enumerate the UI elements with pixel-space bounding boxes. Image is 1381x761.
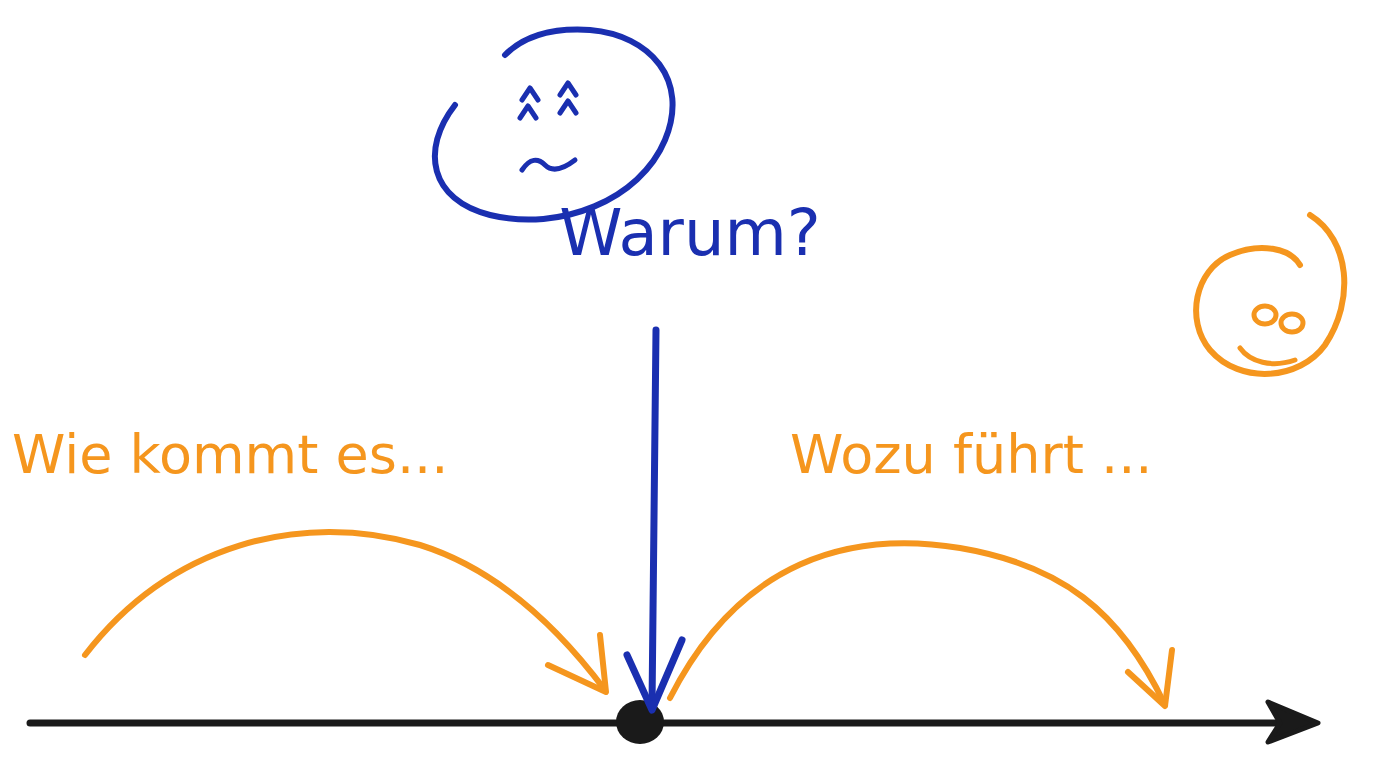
face-eye [520,88,538,118]
question-label: Warum? [559,198,821,268]
question-arrow [652,330,656,706]
face-mouth [522,160,575,170]
timeline-axis [30,720,1300,727]
face-mouth [1240,348,1295,364]
effect-label: Wozu führt ... [790,425,1153,484]
future-arc [670,543,1165,705]
past-arc [85,532,605,690]
happy-face [1196,215,1344,374]
past-arrowhead [548,635,606,692]
cause-label: Wie kommt es... [12,425,448,484]
future-arrowhead [1128,650,1172,706]
timeline-arrowhead [1268,702,1318,742]
thinking-face [435,30,673,220]
question-arrowhead [627,640,682,710]
face-eye [560,83,576,113]
face-eye [1281,314,1303,332]
face-eye [1254,306,1276,324]
